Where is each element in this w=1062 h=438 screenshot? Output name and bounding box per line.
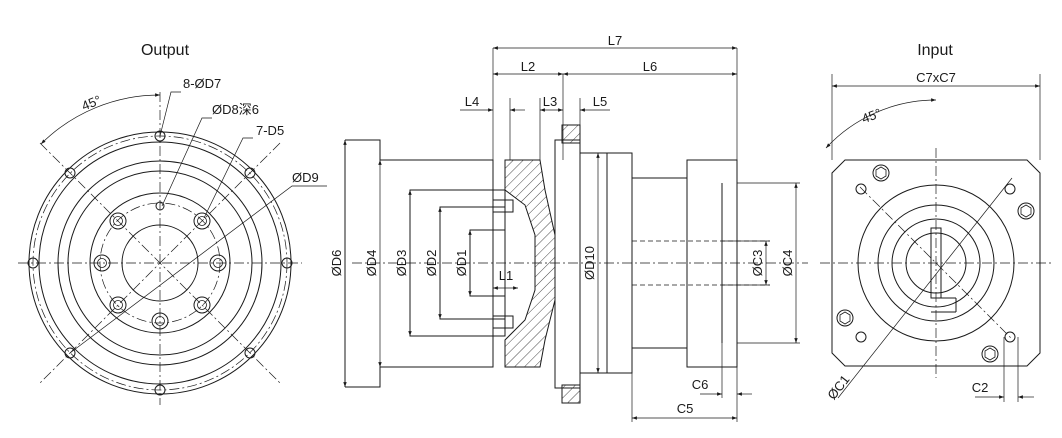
tap-hole-thread	[97, 258, 107, 268]
corner-hole	[1004, 183, 1016, 195]
input-corner-holes	[836, 164, 1035, 363]
diag-centerline-2	[39, 142, 281, 384]
tap-hole-thread	[155, 316, 165, 326]
flange-top-section	[561, 124, 581, 144]
label-c4: ØC4	[780, 250, 795, 277]
bolt-hole	[244, 347, 256, 359]
label-c6: C6	[692, 377, 709, 392]
label-d6: ØD6	[329, 250, 344, 277]
bolt-hole	[281, 257, 293, 269]
input-mid-circle	[877, 204, 995, 322]
bolt-hole	[64, 347, 76, 359]
input-outer-circle	[857, 184, 1015, 342]
label-c7: C7xC7	[916, 70, 956, 85]
input-angle-arc	[825, 98, 937, 149]
input-diag-2	[837, 177, 1013, 399]
diameter-dimensions: ØD6 ØD4 ØD3 ØD2 ØD1 ØD10 ØC3 ØC4	[329, 140, 800, 387]
housing-section	[504, 159, 556, 368]
output-view: Output	[18, 42, 327, 405]
label-d10: ØD10	[582, 246, 597, 280]
hex-screw	[984, 347, 996, 361]
corner-hole	[855, 331, 867, 343]
flange-outline	[345, 139, 494, 388]
leader-bolt-holes	[159, 91, 181, 137]
tap-hole	[155, 201, 165, 211]
tap-hole-thread	[213, 258, 223, 268]
bolt-hole	[244, 167, 256, 179]
tap-hole	[193, 212, 211, 230]
tap-hole-thread	[113, 216, 123, 226]
tap-screw-top	[492, 199, 514, 213]
label-l7: L7	[608, 33, 622, 48]
corner-hole	[981, 345, 999, 363]
corner-hole	[836, 309, 854, 327]
label-d4: ØD4	[364, 250, 379, 277]
tap-hole-thread	[197, 216, 207, 226]
tap-hole	[151, 312, 169, 330]
output-angle-label: 45°	[79, 92, 103, 113]
output-title: Output	[141, 42, 190, 59]
input-square-flange	[831, 159, 1041, 367]
label-d3: ØD3	[394, 250, 409, 277]
label-l3: L3	[543, 94, 557, 109]
tap-screw-bottom	[492, 315, 514, 329]
hex-screw	[875, 166, 887, 180]
angle-arc	[40, 93, 161, 145]
length-dimensions: L7 L2 L6 L4 L3 L5 L1	[460, 33, 738, 290]
input-flange	[686, 159, 738, 368]
label-c1: ØC1	[824, 372, 852, 402]
tapped-holes	[93, 201, 227, 330]
label-c5: C5	[677, 401, 694, 416]
label-tap-holes: ØD8深6	[212, 102, 259, 117]
label-l2: L2	[521, 59, 535, 74]
input-view: Input C7xC7	[820, 42, 1052, 402]
bolt-hole	[154, 384, 166, 396]
corner-hole	[1017, 202, 1035, 220]
leader-pitch-dia	[69, 185, 327, 354]
bottom-dimensions: C6 C5	[631, 343, 752, 422]
label-l5: L5	[593, 94, 607, 109]
label-d1: ØD1	[454, 250, 469, 277]
bolt-hole	[27, 257, 39, 269]
label-pitch-dia: ØD9	[292, 170, 319, 185]
label-l4: L4	[465, 94, 479, 109]
leader-pin-holes	[203, 137, 253, 219]
tap-hole	[109, 296, 127, 314]
tap-hole	[109, 212, 127, 230]
flange-bottom-section	[561, 384, 581, 404]
tap-hole-thread	[197, 300, 207, 310]
tap-hole	[93, 254, 111, 272]
input-angle-label: 45°	[860, 105, 884, 126]
corner-hole	[1004, 331, 1016, 343]
bolt-hole	[64, 167, 76, 179]
tap-hole-thread	[113, 300, 123, 310]
label-c2: C2	[972, 380, 989, 395]
corner-hole	[872, 164, 890, 182]
label-bolt-holes: 8-ØD7	[183, 76, 221, 91]
hex-screw	[1020, 204, 1032, 218]
hex-screw	[839, 311, 851, 325]
tap-hole	[193, 296, 211, 314]
label-pin-holes-text: 7-D5	[256, 123, 284, 138]
corner-hole	[855, 183, 867, 195]
label-l6: L6	[643, 59, 657, 74]
main-flange	[554, 139, 581, 389]
input-bore-circle	[891, 218, 981, 308]
label-l1: L1	[499, 268, 513, 283]
input-title: Input	[917, 42, 953, 59]
tap-hole	[209, 254, 227, 272]
leader-tap-holes	[161, 117, 212, 207]
section-view: L7 L2 L6 L4 L3 L5 L1 ØD6 ØD4	[329, 33, 808, 422]
label-c3: ØC3	[750, 250, 765, 277]
input-shaft-circle	[905, 232, 967, 294]
label-d2: ØD2	[424, 250, 439, 277]
